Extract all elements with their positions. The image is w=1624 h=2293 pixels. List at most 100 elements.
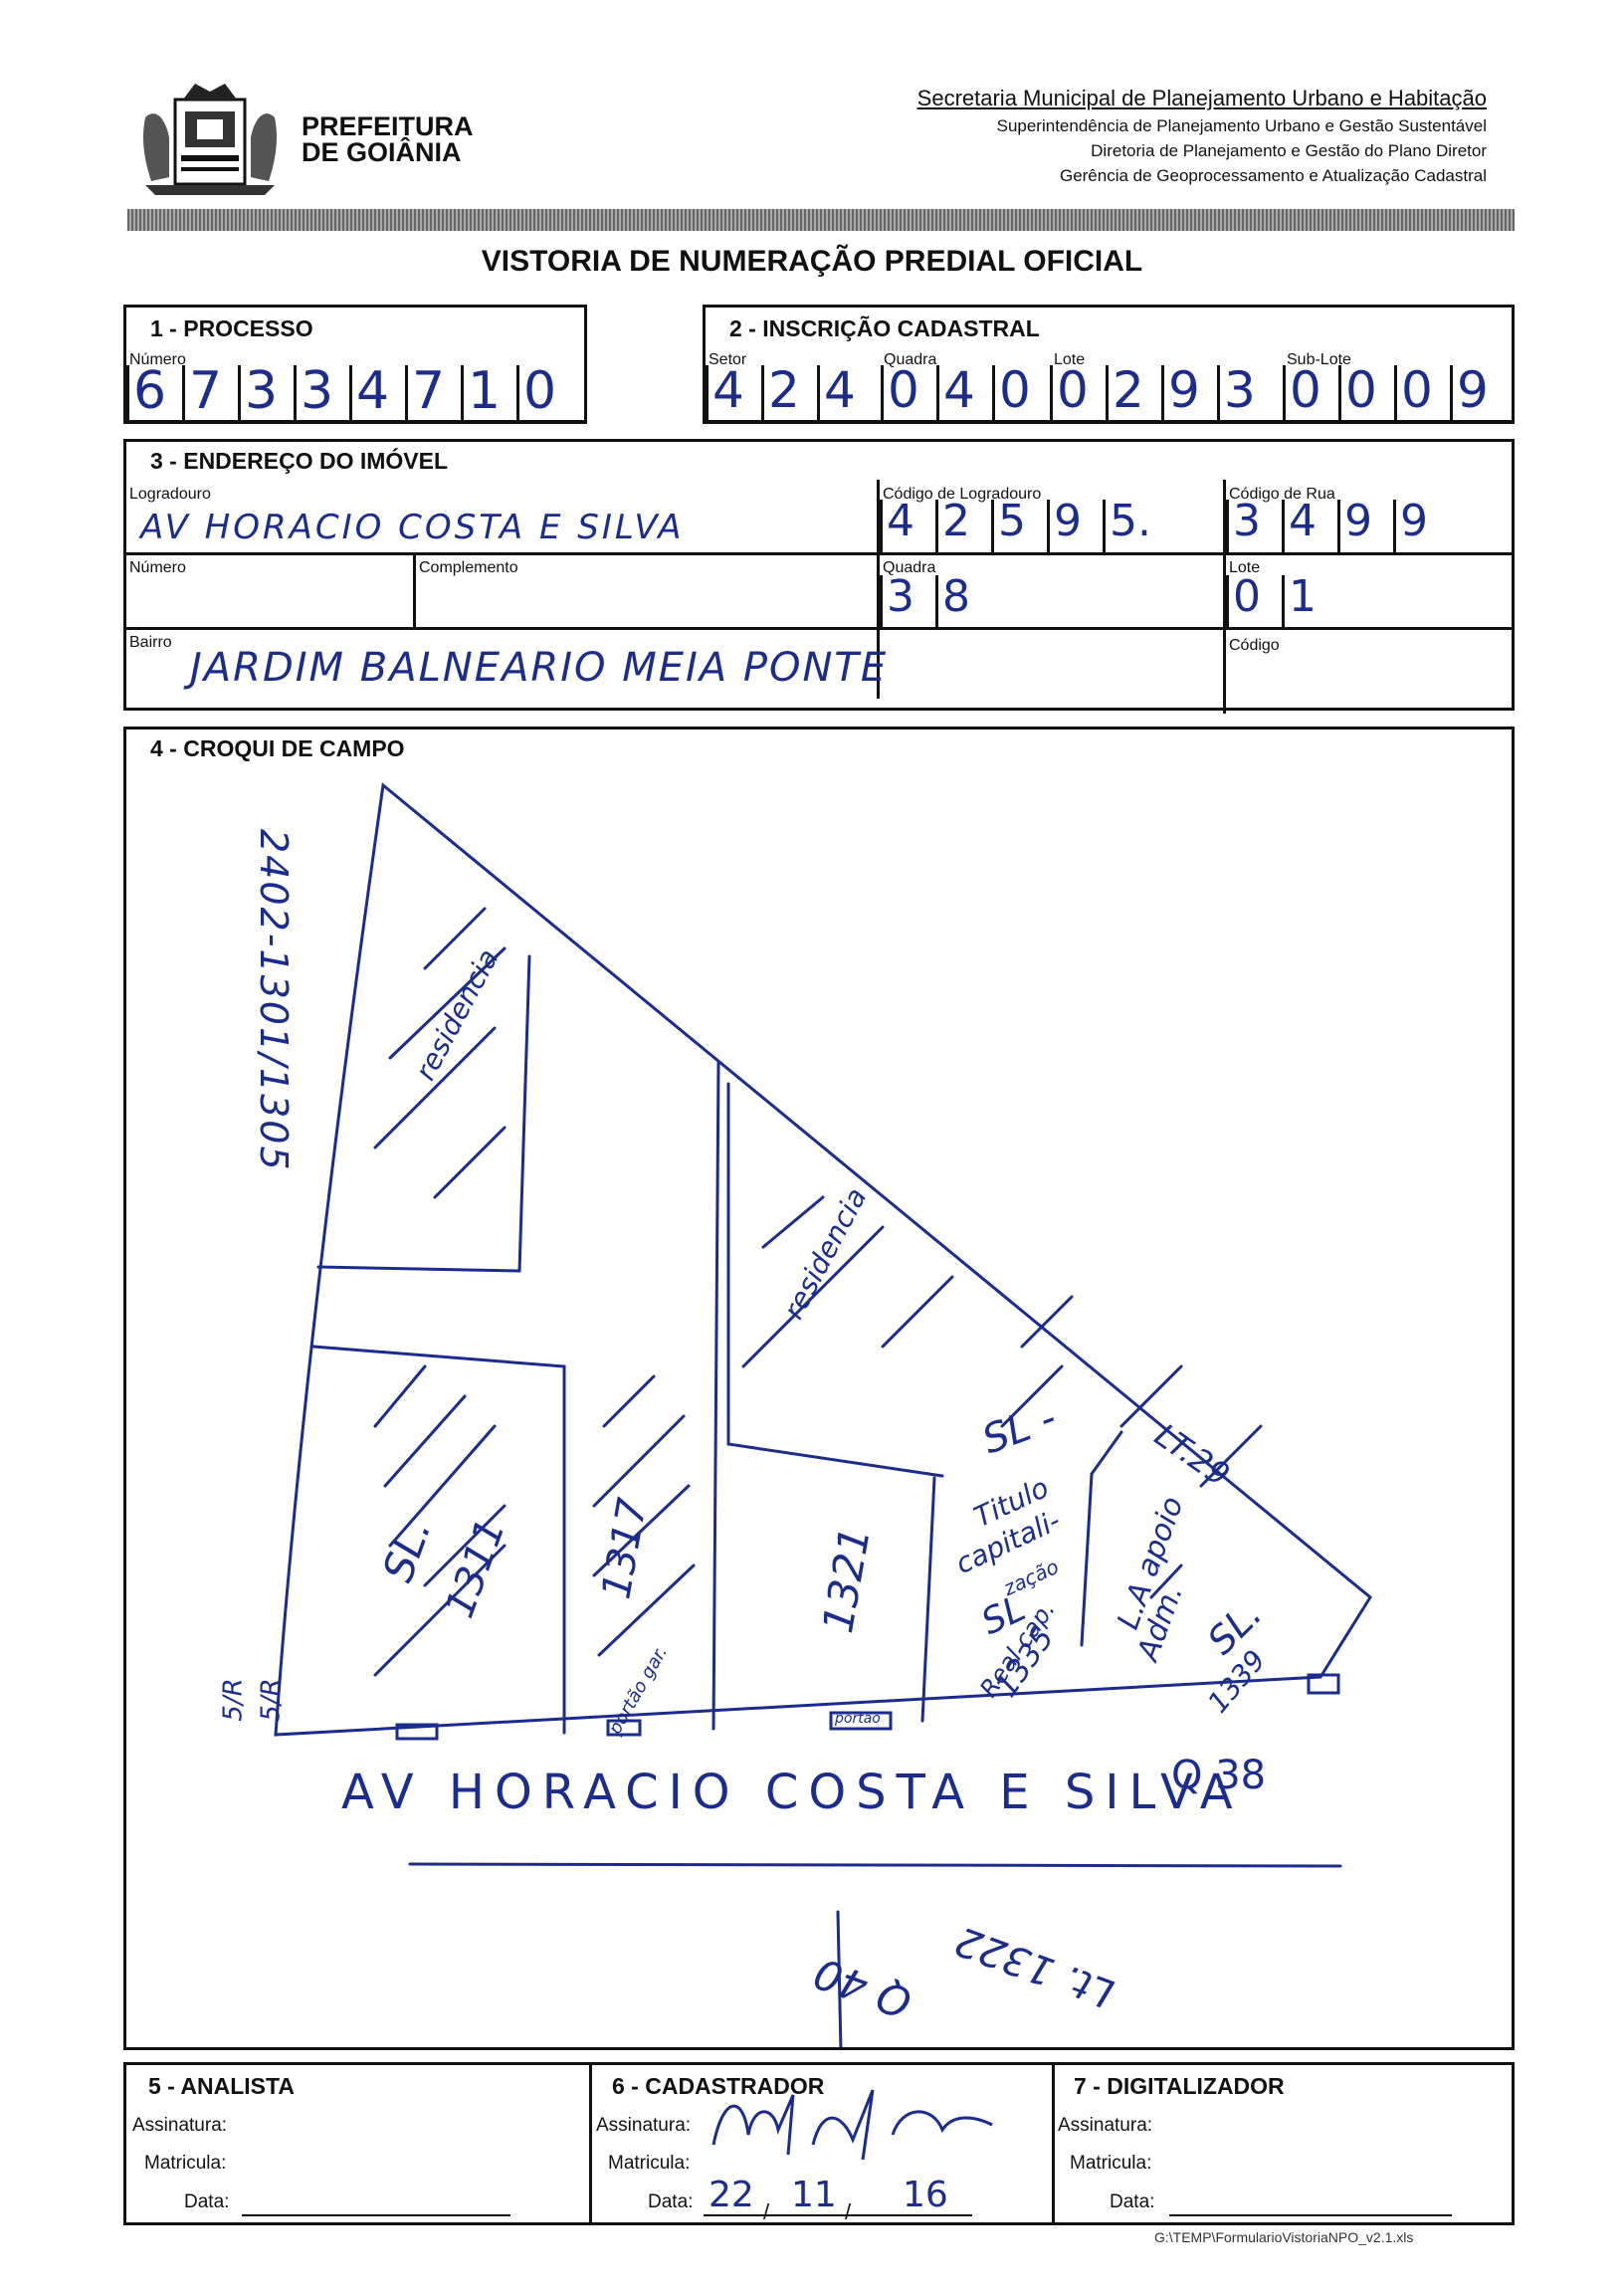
inscricao-heading: 2 - INSCRIÇÃO CADASTRAL: [729, 315, 1040, 341]
inscricao-lote-cell[interactable]: 3: [1217, 361, 1273, 421]
endereco-cod_logradouro-digit: 5.: [1110, 496, 1151, 546]
endereco-lote-cell[interactable]: 1: [1282, 571, 1337, 627]
digitalizador-date-field[interactable]: [1169, 2202, 1452, 2216]
analista-data-label: Data:: [184, 2191, 230, 2212]
processo-digits-digit: 3: [245, 361, 279, 421]
endereco-cod_rua-cell[interactable]: 9: [1337, 496, 1393, 552]
endereco-cod_logradouro-digit: 4: [887, 496, 914, 546]
digitalizador-assinatura-label: Assinatura:: [1058, 2115, 1153, 2136]
endereco-cod_rua-cell[interactable]: 4: [1282, 496, 1337, 552]
lot-divider: [311, 1345, 566, 1735]
endereco-cod_rua-digit: 3: [1233, 496, 1261, 546]
inscricao-lote-digit: 9: [1168, 361, 1200, 419]
processo-digits-digit: 0: [523, 361, 557, 421]
processo-digits-digit: 4: [356, 361, 390, 421]
inscricao-sublote-digit: 0: [1290, 361, 1321, 419]
lote-endereco-label: Lote: [1229, 559, 1261, 576]
endereco-lote-cell[interactable]: 0: [1226, 571, 1282, 627]
inscricao-sublote-digit: 9: [1457, 361, 1489, 419]
processo-digits-cell[interactable]: 6: [126, 361, 182, 421]
inscricao-setor-cell[interactable]: 4: [817, 361, 873, 421]
endereco-cod_rua-cell[interactable]: 9: [1393, 496, 1449, 552]
inscricao-setor-cell[interactable]: 4: [706, 361, 761, 421]
inscricao-quadra-digit: 0: [999, 361, 1031, 419]
setor-label: Setor: [709, 351, 747, 368]
inscricao-sublote-cell[interactable]: 9: [1450, 361, 1506, 421]
complemento-label: Complemento: [419, 559, 518, 576]
lot-divider: [920, 1476, 936, 1723]
inscricao-lote-digit: 3: [1224, 361, 1256, 419]
endereco-lote-digit: 0: [1233, 571, 1261, 622]
processo-heading: 1 - PROCESSO: [150, 315, 313, 341]
croqui-box: 4 - CROQUI DE CAMPO: [123, 727, 1515, 2050]
street-name: AV HORACIO COSTA E SILVA: [341, 1765, 1243, 1820]
endereco-box: 3 - ENDEREÇO DO IMÓVEL Logradouro AV HOR…: [123, 439, 1515, 714]
cadastrador-data-year: 16: [903, 2175, 948, 2215]
inscricao-sublote-cell[interactable]: 0: [1283, 361, 1338, 421]
quadra-38-label: Q 38: [1171, 1753, 1267, 1798]
cadastrador-signature: [711, 2089, 993, 2161]
processo-digits-cell[interactable]: 3: [238, 361, 294, 421]
processo-digits-cell[interactable]: 0: [516, 361, 572, 421]
analista-assinatura-label: Assinatura:: [132, 2115, 228, 2136]
inscricao-lote-cell[interactable]: 9: [1161, 361, 1217, 421]
cadastrador-assinatura-label: Assinatura:: [596, 2115, 692, 2136]
endereco-heading: 3 - ENDEREÇO DO IMÓVEL: [150, 448, 449, 474]
processo-digits-cell[interactable]: 7: [405, 361, 461, 421]
lot-divider: [1080, 1430, 1123, 1647]
endereco-cod_rua-cell[interactable]: 3: [1226, 496, 1282, 552]
page-title: VISTORIA DE NUMERAÇÃO PREDIAL OFICIAL: [481, 245, 1143, 278]
numero-label: Número: [129, 559, 186, 576]
org-name-line1: PREFEITURA: [302, 111, 474, 141]
digitalizador-heading: 7 - DIGITALIZADOR: [1074, 2073, 1285, 2099]
cadastrador-data-month: 11: [791, 2175, 837, 2215]
endereco-cod_logradouro-cell[interactable]: 9: [1047, 496, 1103, 552]
org-name-line2: DE GOIÂNIA: [302, 137, 462, 167]
endereco-quadra-digit: 8: [942, 571, 970, 622]
inscricao-lote-digit: 0: [1057, 361, 1089, 419]
analista-matricula-label: Matricula:: [144, 2153, 227, 2174]
bairro-value: JARDIM BALNEARIO MEIA PONTE: [190, 645, 889, 691]
endereco-cod_logradouro-cell[interactable]: 5.: [1103, 496, 1158, 552]
analista-heading: 5 - ANALISTA: [148, 2073, 295, 2099]
endereco-lote-digit: 1: [1289, 571, 1317, 622]
processo-digits-digit: 6: [133, 361, 167, 421]
endereco-cod_logradouro-digit: 5: [998, 496, 1026, 546]
inscricao-lote-cell[interactable]: 0: [1050, 361, 1106, 421]
lot-divider: [726, 1082, 944, 1478]
sublote-label: Sub-Lote: [1287, 351, 1351, 368]
endereco-cod_logradouro-cell[interactable]: 5: [991, 496, 1047, 552]
quadra-endereco-label: Quadra: [883, 559, 936, 576]
inscricao-quadra-cell[interactable]: 4: [936, 361, 992, 421]
inscricao-sublote-cell[interactable]: 0: [1338, 361, 1394, 421]
inscricao-setor-cell[interactable]: 2: [761, 361, 817, 421]
inscricao-quadra-digit: 4: [943, 361, 975, 419]
processo-digits-digit: 1: [468, 361, 502, 421]
inscricao-quadra-cell[interactable]: 0: [992, 361, 1048, 421]
processo-digits-cell[interactable]: 3: [294, 361, 349, 421]
processo-digits-digit: 7: [412, 361, 446, 421]
endereco-quadra-cell[interactable]: 8: [935, 571, 991, 627]
processo-digits-cell[interactable]: 7: [182, 361, 238, 421]
cadastrador-matricula-label: Matricula:: [608, 2153, 691, 2174]
analista-date-field[interactable]: [242, 2202, 510, 2216]
inscricao-box: 2 - INSCRIÇÃO CADASTRAL Setor Quadra Lot…: [703, 305, 1515, 424]
inscricao-quadra-digit: 0: [888, 361, 919, 419]
endereco-quadra-cell[interactable]: 3: [880, 571, 935, 627]
logradouro-value: AV HORACIO COSTA E SILVA: [140, 508, 685, 547]
endereco-cod_logradouro-cell[interactable]: 2: [935, 496, 991, 552]
inscricao-setor-digit: 2: [768, 361, 800, 419]
inscricao-lote-cell[interactable]: 2: [1106, 361, 1161, 421]
endereco-cod_logradouro-cell[interactable]: 4: [880, 496, 935, 552]
processo-digits-cell[interactable]: 4: [349, 361, 405, 421]
inscricao-sublote-cell[interactable]: 0: [1394, 361, 1450, 421]
digitalizador-matricula-label: Matricula:: [1070, 2153, 1152, 2174]
processo-digits-cell[interactable]: 1: [461, 361, 516, 421]
inscricao-quadra-cell[interactable]: 0: [881, 361, 936, 421]
inscricao-lote-digit: 2: [1113, 361, 1144, 419]
lote-label: Lote: [1054, 351, 1086, 368]
signatures-box: 5 - ANALISTA Assinatura: Matricula: Data…: [123, 2062, 1515, 2225]
croqui-sketch: [274, 782, 1372, 2047]
processo-numero-label: Número: [129, 351, 186, 368]
endereco-cod_rua-digit: 9: [1344, 496, 1372, 546]
